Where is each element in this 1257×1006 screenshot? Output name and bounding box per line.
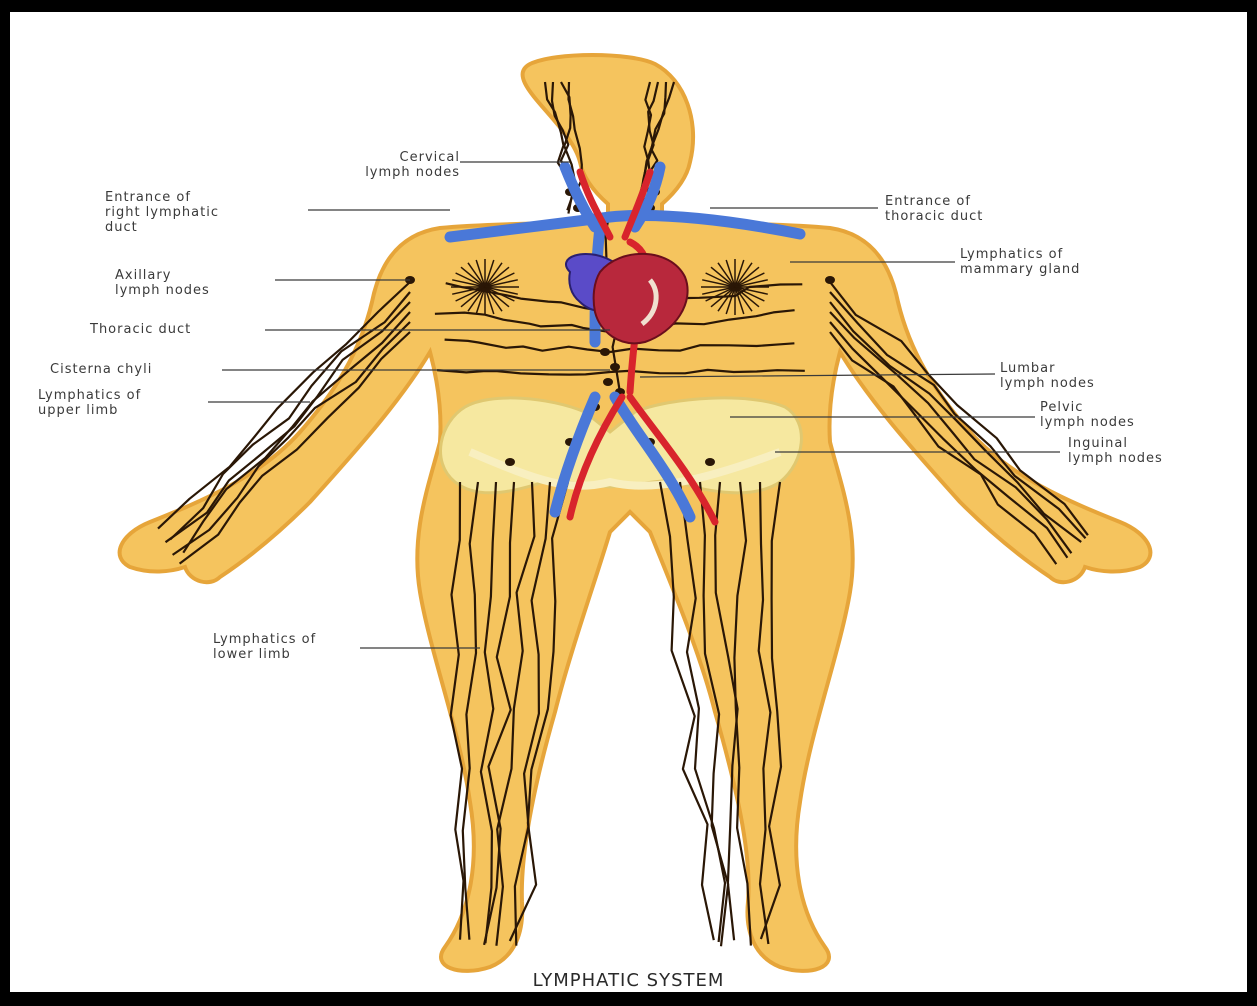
label-inguinal-lymph-nodes: Inguinal lymph nodes — [1068, 436, 1247, 466]
label-cisterna-chyli: Cisterna chyli — [50, 362, 230, 377]
lymph-node — [600, 348, 610, 356]
lymph-node — [705, 458, 715, 466]
label-pelvic-lymph-nodes: Pelvic lymph nodes — [1040, 400, 1240, 430]
figure-frame: Cervical lymph nodes Entrance of right l… — [10, 12, 1247, 992]
label-thoracic-duct: Thoracic duct — [90, 322, 270, 337]
label-axillary-lymph-nodes: Axillary lymph nodes — [115, 268, 275, 298]
label-lumbar-lymph-nodes: Lumbar lymph nodes — [1000, 361, 1200, 391]
lymph-node — [825, 276, 835, 284]
label-cervical-lymph-nodes: Cervical lymph nodes — [310, 150, 460, 180]
lymph-node — [610, 363, 620, 371]
label-entrance-thoracic-duct: Entrance of thoracic duct — [885, 194, 1085, 224]
label-entrance-right-lymphatic-duct: Entrance of right lymphatic duct — [105, 190, 305, 235]
label-lymphatics-mammary-gland: Lymphatics of mammary gland — [960, 247, 1190, 277]
label-lymphatics-lower-limb: Lymphatics of lower limb — [213, 632, 393, 662]
lymph-node — [505, 458, 515, 466]
label-lymphatics-upper-limb: Lymphatics of upper limb — [38, 388, 218, 418]
lymph-node — [603, 378, 613, 386]
diagram-caption: LYMPHATIC SYSTEM — [10, 970, 1247, 991]
lymphatic-body-illustration — [10, 12, 1247, 992]
